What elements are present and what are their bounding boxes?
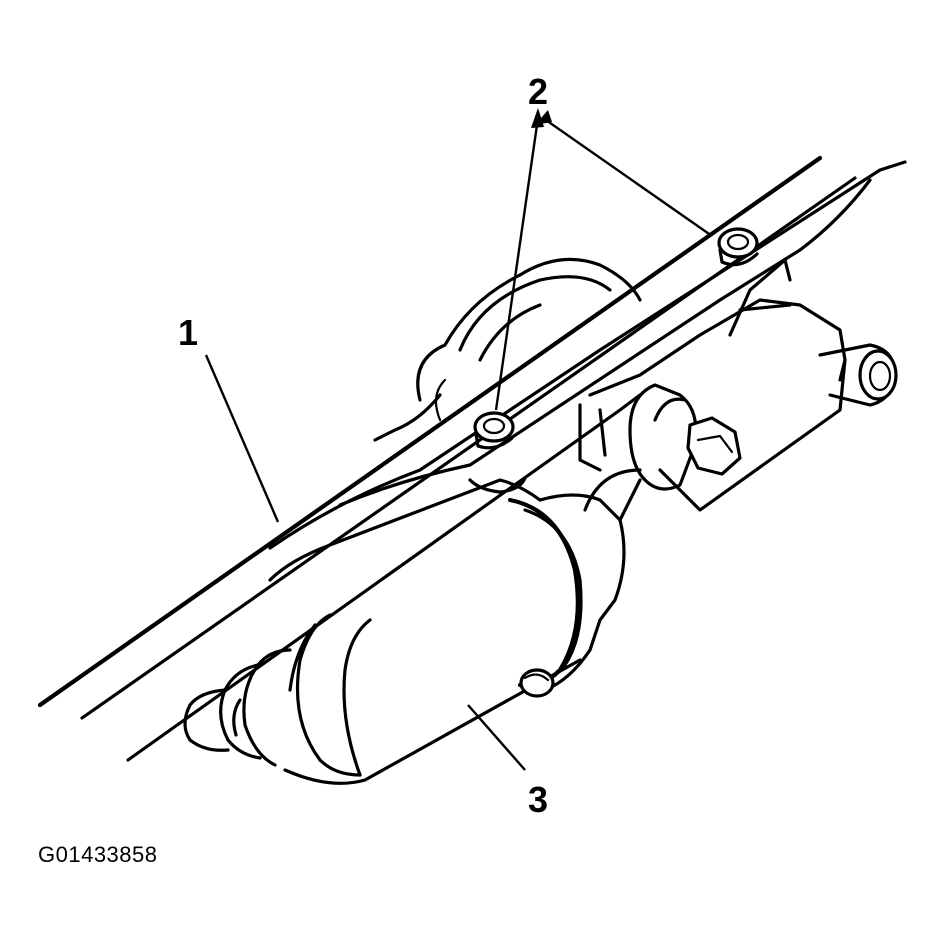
- callout-label-1: 1: [178, 312, 198, 353]
- callout-leaders: [204, 108, 713, 771]
- callout-labels: 1 2 3: [178, 71, 548, 820]
- mounting-bolts: [473, 227, 759, 450]
- mounting-bracket: [578, 258, 847, 512]
- callout-label-3: 3: [528, 779, 548, 820]
- solenoid-housing: [373, 257, 642, 442]
- solenoid-terminal: [818, 343, 898, 407]
- starter-motor: [183, 468, 642, 785]
- bracket-bolt: [628, 383, 742, 491]
- frame-rail: [37, 155, 907, 762]
- figure-id: G01433858: [38, 842, 158, 867]
- callout-label-2: 2: [528, 71, 548, 112]
